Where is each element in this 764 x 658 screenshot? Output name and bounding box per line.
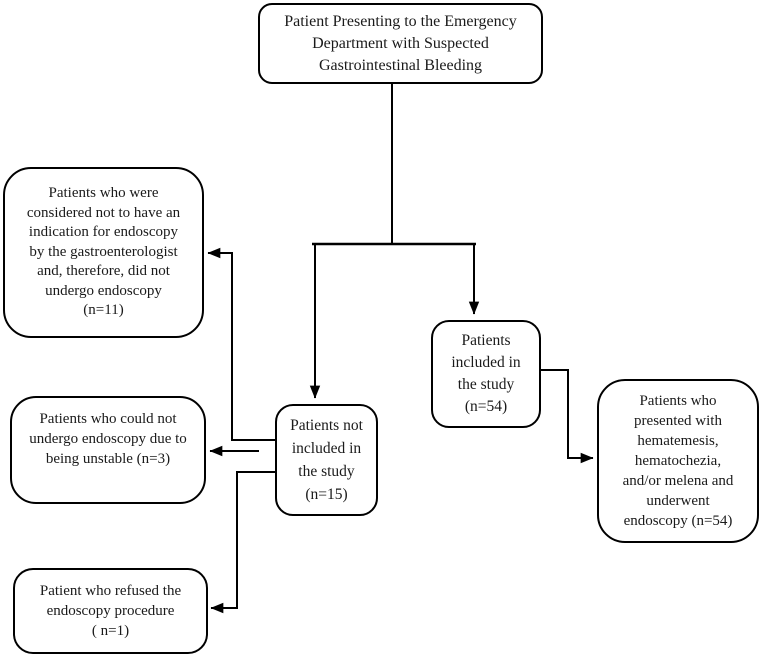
edge-not-included-to-refused [210,471,275,614]
node-start: Patient Presenting to the Emergency Depa… [258,3,543,84]
node-excluded-no-indication: Patients who were considered not to have… [3,167,204,338]
edge-not-included-to-no-indication [207,247,275,441]
node-included-text: Patients included in the study (n=54) [451,332,521,415]
node-excluded-no-indication-text: Patients who were considered not to have… [26,185,181,319]
node-not-included: Patients not included in the study (n=15… [275,404,378,516]
node-underwent-endoscopy-text: Patients who presented with hematemesis,… [622,393,734,529]
node-excluded-unstable-text: Patients who could not undergo endoscopy… [29,411,187,467]
node-not-included-text: Patients not included in the study (n=15… [290,417,363,503]
edge-included-to-endoscopy [541,369,594,464]
node-underwent-endoscopy: Patients who presented with hematemesis,… [597,379,759,543]
node-excluded-unstable: Patients who could not undergo endoscopy… [10,396,206,504]
node-excluded-refused: Patient who refused the endoscopy proced… [13,568,208,654]
node-start-text: Patient Presenting to the Emergency Depa… [284,12,517,74]
node-included: Patients included in the study (n=54) [431,320,541,428]
node-excluded-refused-text: Patient who refused the endoscopy proced… [39,583,182,639]
